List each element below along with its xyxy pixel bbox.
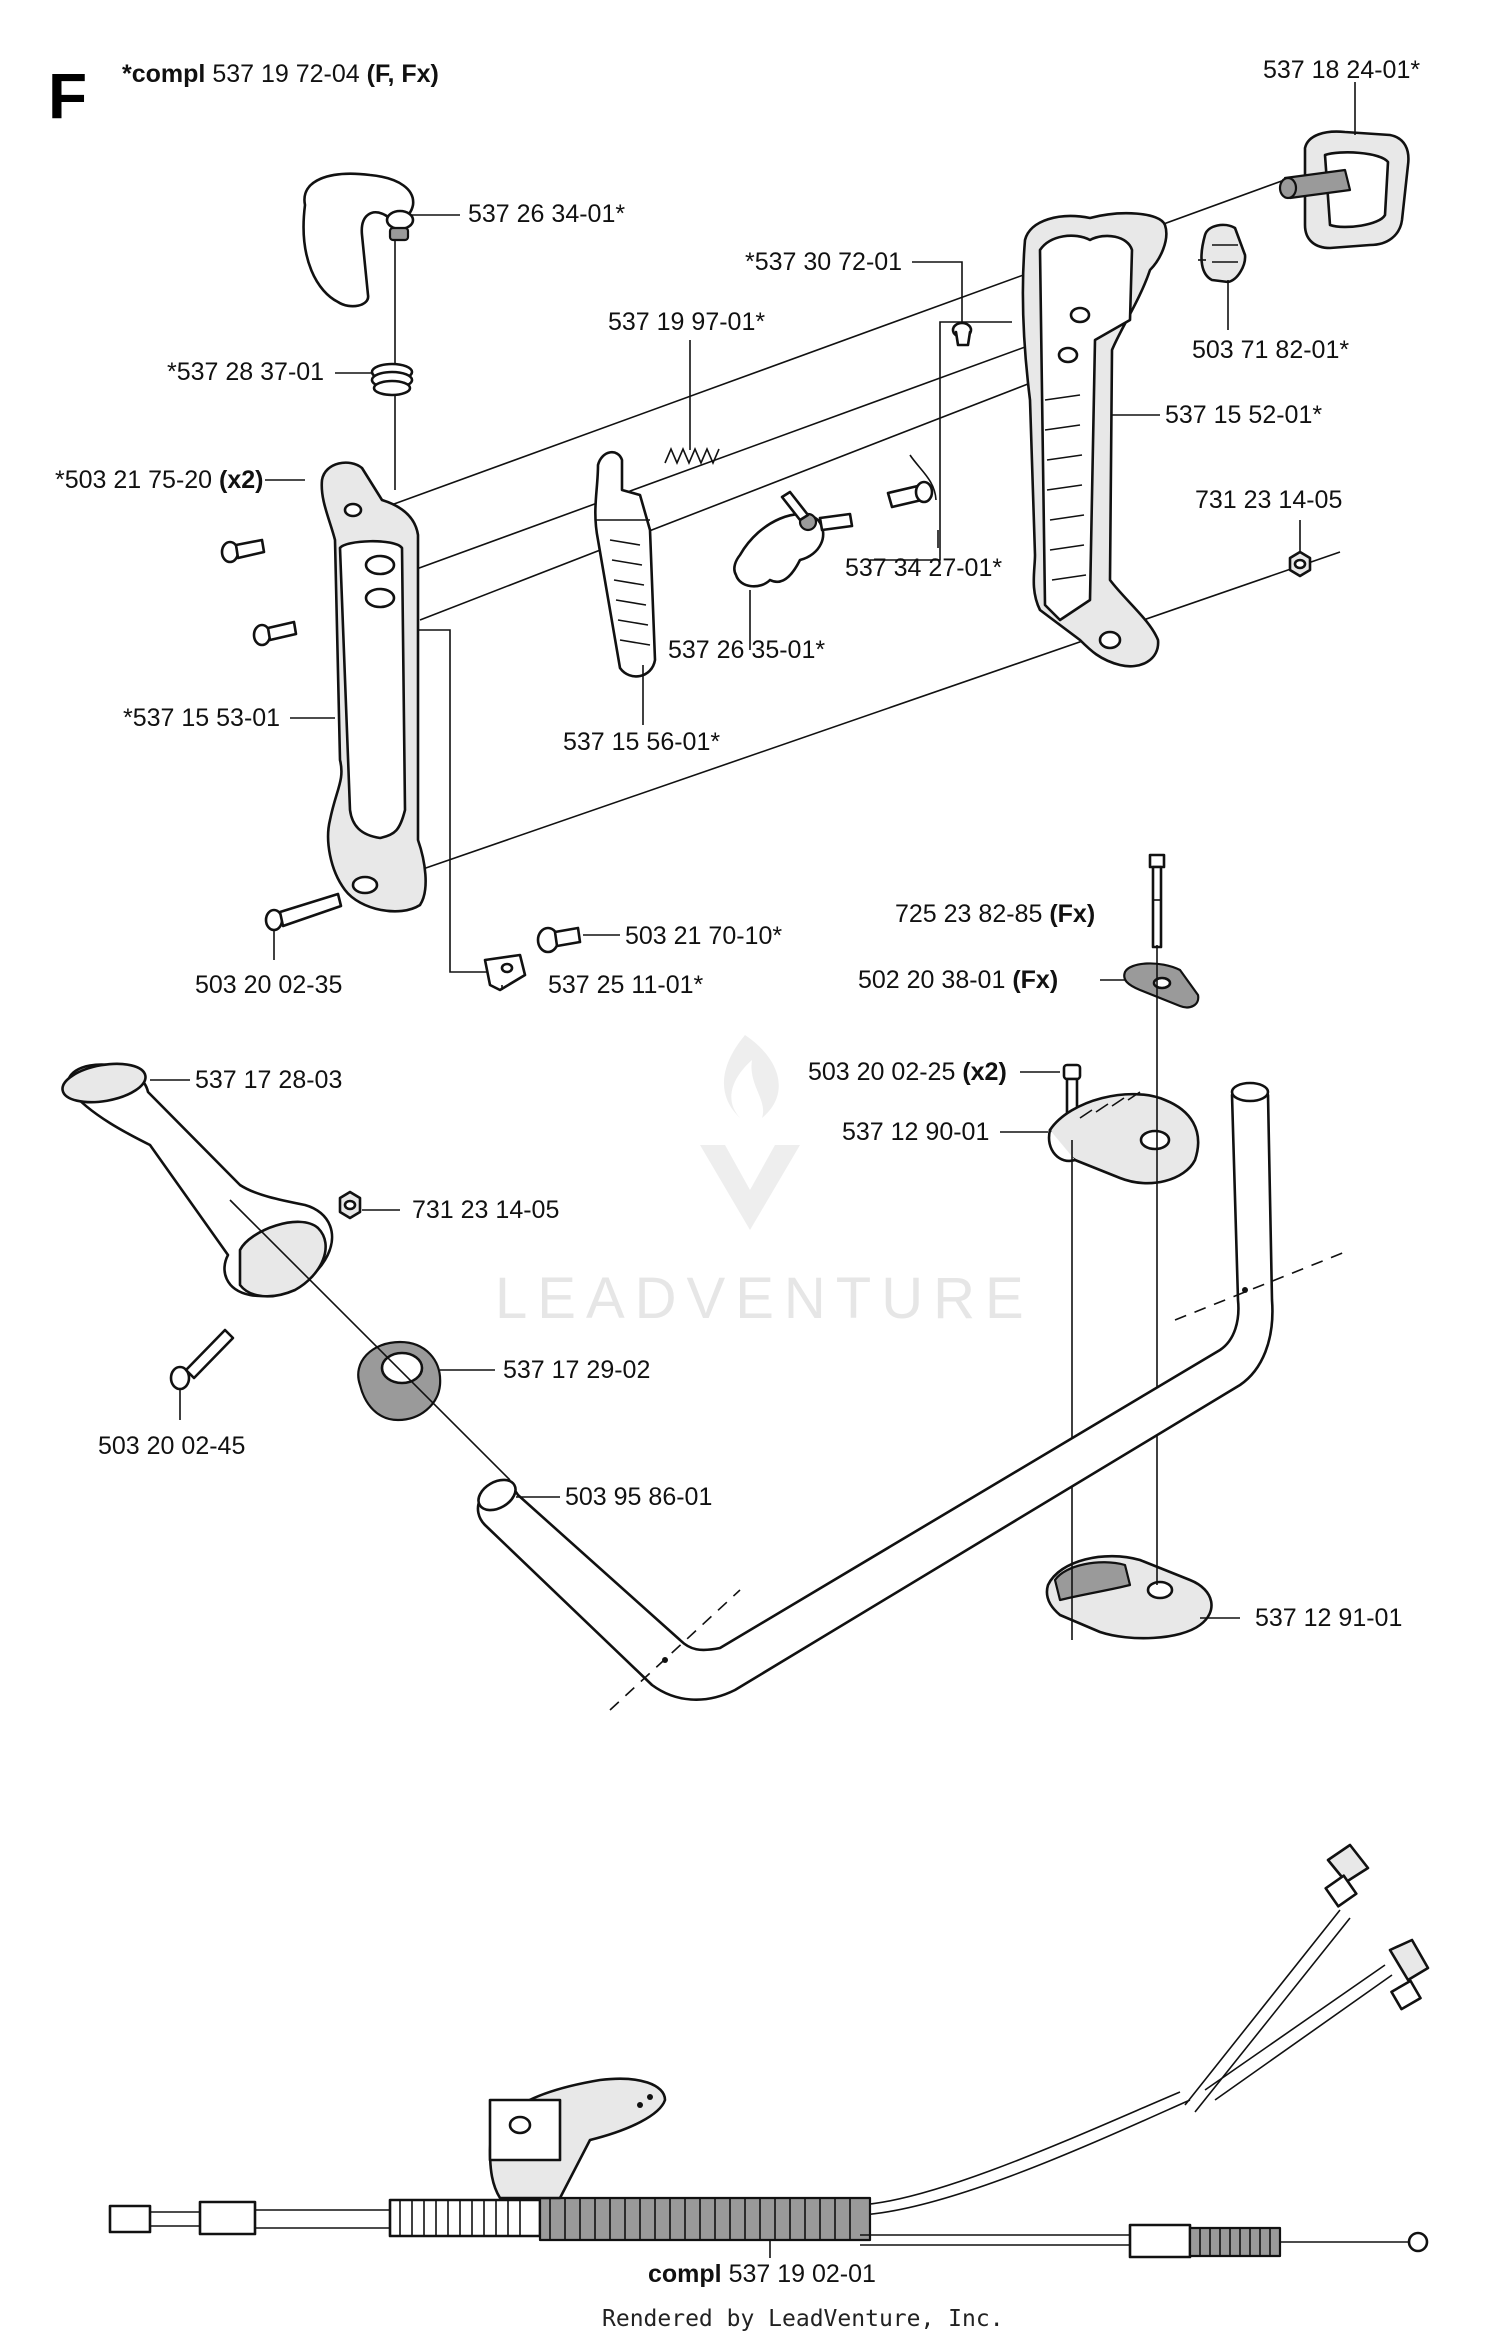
handle-half-left — [320, 461, 427, 913]
screw-x2-upper — [220, 538, 266, 564]
pin-537-34-27 — [886, 454, 937, 509]
part-label: 503 21 70-10* — [625, 922, 782, 950]
part-label: 502 20 38-01 (Fx) — [858, 966, 1058, 994]
spring-small — [370, 362, 414, 397]
screw-x2-lower — [252, 620, 298, 647]
section-letter: F — [48, 60, 87, 132]
part-label: *503 21 75-20 (x2) — [55, 466, 264, 494]
throttle-lever-top — [302, 172, 415, 308]
part-label: 537 26 34-01* — [468, 200, 625, 228]
part-label: 537 25 11-01* — [548, 971, 703, 999]
part-label: *537 30 72-01 — [745, 248, 902, 276]
handle-bar — [476, 1081, 1274, 1701]
handle-half-right — [1021, 211, 1168, 668]
nut-lower — [338, 1190, 362, 1220]
part-label: 731 23 14-05 — [412, 1196, 559, 1224]
screw-503-20-02-35 — [264, 892, 343, 932]
part-label: 731 23 14-05 — [1195, 486, 1342, 514]
part-labels: 537 18 24-01* 537 26 34-01* *537 30 72-0… — [55, 56, 1420, 1632]
part-label: 503 95 86-01 — [565, 1483, 712, 1511]
part-label: 503 20 02-35 — [195, 971, 342, 999]
part-label: *537 15 53-01 — [123, 704, 280, 732]
part-label: 537 12 90-01 — [842, 1118, 989, 1146]
knob-537-17-29 — [357, 1340, 442, 1422]
part-label: 503 20 02-25 (x2) — [808, 1058, 1007, 1086]
part-label: 537 26 35-01* — [668, 636, 825, 664]
hand-guard-button — [1278, 130, 1410, 250]
part-label: 537 15 52-01* — [1165, 401, 1322, 429]
part-label: 503 20 02-45 — [98, 1432, 245, 1460]
part-label: 725 23 82-85 (Fx) — [895, 900, 1095, 928]
bottom-compl-label: compl 537 19 02-01 — [648, 2260, 876, 2288]
part-label: 503 71 82-01* — [1192, 336, 1349, 364]
nut-upper — [1288, 550, 1312, 578]
throttle-cable-assembly — [108, 1843, 1430, 2259]
watermark-text: LEADVENTURE — [495, 1266, 1034, 1331]
middle-axes — [229, 1199, 1351, 1711]
header-compl: *compl 537 19 72-04 (F, Fx) — [122, 60, 439, 88]
part-label: *537 28 37-01 — [167, 358, 324, 386]
spring-throttle — [664, 446, 720, 466]
rendered-by: Rendered by LeadVenture, Inc. — [602, 2306, 1004, 2332]
part-label: 537 17 29-02 — [503, 1356, 650, 1384]
part-label: 537 19 97-01* — [608, 308, 765, 336]
part-label: 537 34 27-01* — [845, 554, 1002, 582]
screw-537-30-72 — [951, 321, 973, 347]
watermark-logo — [700, 1035, 800, 1230]
grip-537-17-28 — [61, 1062, 334, 1298]
wing-nut-502-20-38 — [1123, 962, 1200, 1009]
screw-503-21-70 — [536, 926, 582, 954]
trigger-lever — [594, 451, 657, 678]
part-label: 537 18 24-01* — [1263, 56, 1420, 84]
throttle-lockout — [733, 490, 854, 588]
stop-switch — [1198, 223, 1247, 284]
part-label: 537 15 56-01* — [563, 728, 720, 756]
part-label: 537 17 28-03 — [195, 1066, 342, 1094]
clip-537-25-11 — [483, 953, 527, 992]
bolt-725-23-82-85 — [1148, 853, 1166, 949]
part-label: 537 12 91-01 — [1255, 1604, 1402, 1632]
leader-lines — [150, 82, 1356, 1619]
screw-503-20-02-45 — [169, 1328, 235, 1391]
